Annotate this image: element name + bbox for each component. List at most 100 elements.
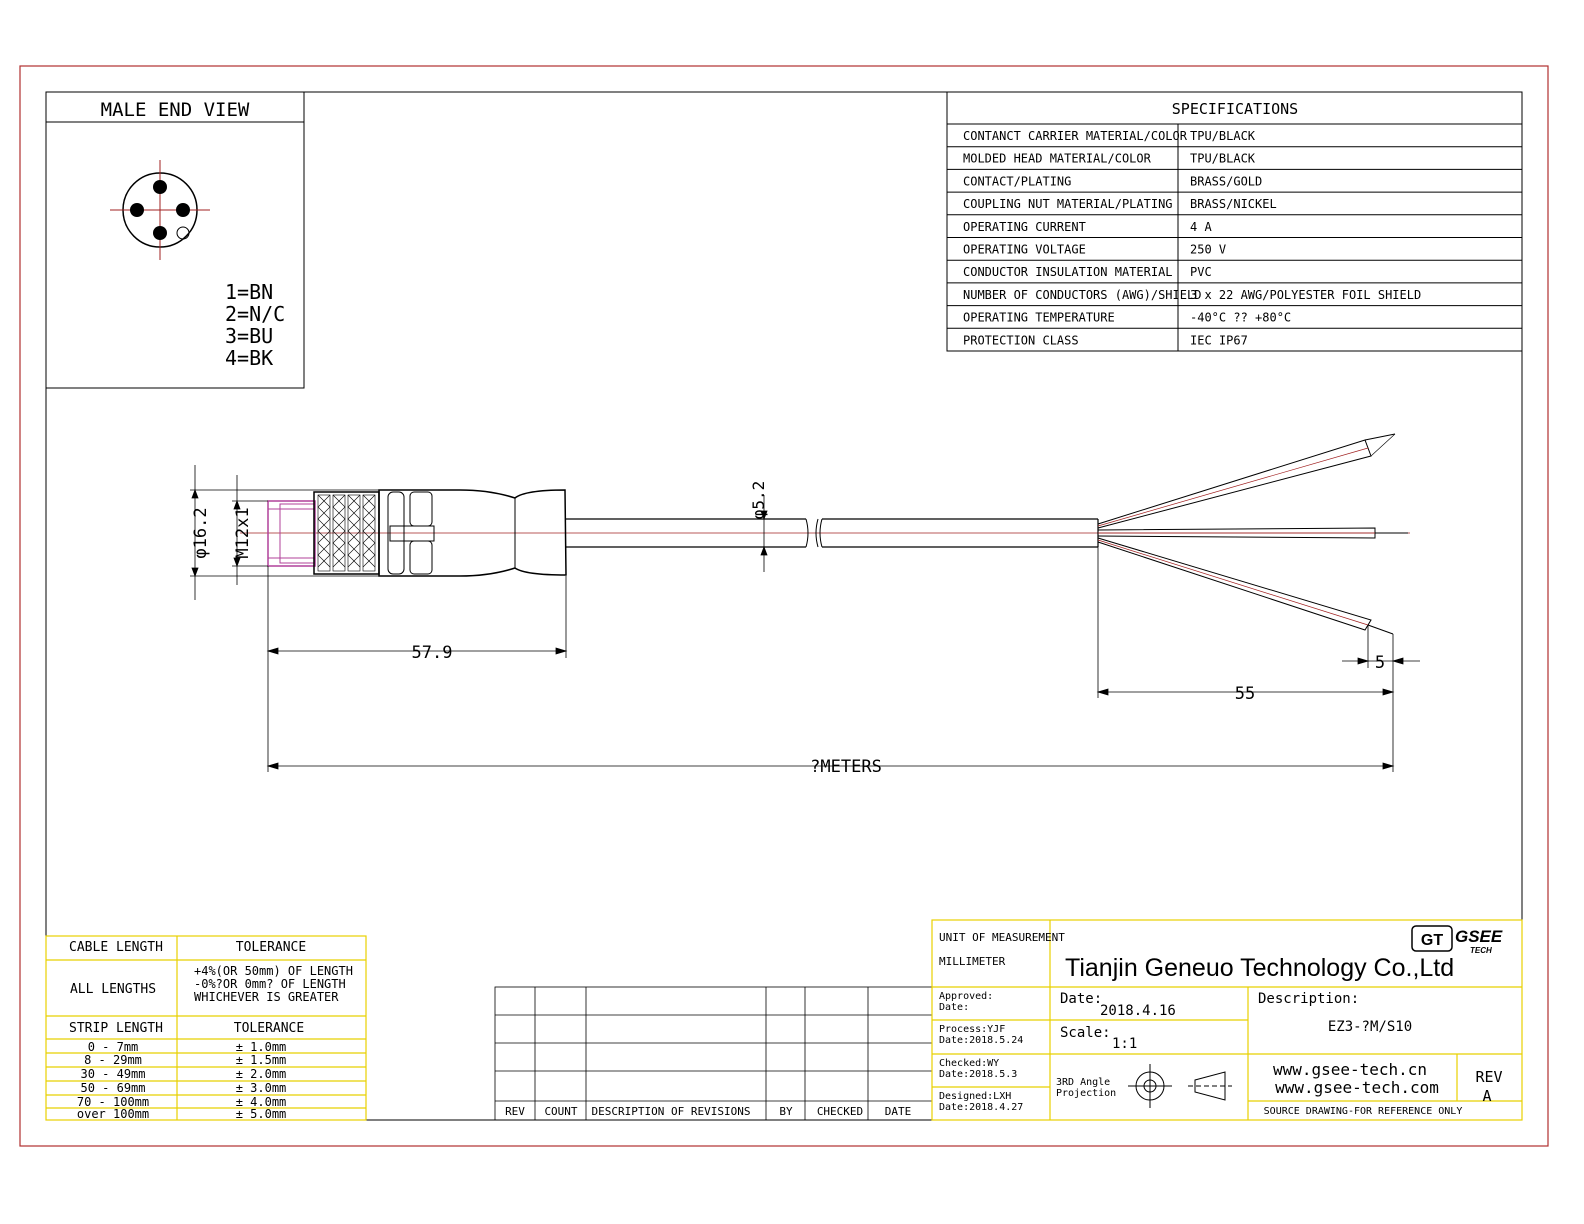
strip-tolerance: ± 5.0mm xyxy=(236,1107,287,1121)
pin-1 xyxy=(153,180,167,194)
pin-2 xyxy=(176,203,190,217)
company-name: Tianjin Geneuo Technology Co.,Ltd xyxy=(1065,954,1454,982)
logo-gt: GT xyxy=(1421,932,1443,949)
checked-date: Date:2018.5.3 xyxy=(939,1069,1017,1080)
third-angle-projection-icon xyxy=(1128,1064,1232,1108)
approved-label: Approved: xyxy=(939,991,993,1002)
strip-tolerance: ± 1.5mm xyxy=(236,1053,287,1067)
strip-range: 0 - 7mm xyxy=(88,1040,139,1054)
spec-label: OPERATING TEMPERATURE xyxy=(963,311,1115,325)
spec-value: TPU/BLACK xyxy=(1190,129,1256,143)
spec-label: CONTANCT CARRIER MATERIAL/COLOR xyxy=(963,129,1188,143)
scale-value: 1:1 xyxy=(1112,1036,1137,1052)
head-length-label: 57.9 xyxy=(412,643,453,663)
dim-breakout-length xyxy=(1096,547,1395,698)
molded-head xyxy=(378,489,567,577)
logo-name: GSEE xyxy=(1455,927,1503,946)
spec-label: OPERATING CURRENT xyxy=(963,220,1086,234)
total-length-label: ?METERS xyxy=(810,757,882,777)
gsee-logo: GT GSEE TECH xyxy=(1411,925,1503,955)
revisions-table: REV COUNT DESCRIPTION OF REVISIONS BY CH… xyxy=(494,986,933,1121)
all-lengths-label: ALL LENGTHS xyxy=(70,982,156,997)
title-block: UNIT OF MEASUREMENT MILLIMETER Tianjin G… xyxy=(931,919,1523,1121)
strip-tolerance: ± 2.0mm xyxy=(236,1067,287,1081)
rev-label: REV xyxy=(1475,1068,1502,1086)
strip-range: 8 - 29mm xyxy=(84,1053,142,1067)
description-value: EZ3-?M/S10 xyxy=(1328,1019,1412,1035)
dim-head-length xyxy=(266,566,568,772)
spec-value: BRASS/GOLD xyxy=(1190,174,1262,188)
description-label: Description: xyxy=(1258,991,1359,1007)
spec-value: 250 V xyxy=(1190,243,1226,257)
date-value: 2018.4.16 xyxy=(1100,1003,1176,1019)
spec-label: COUPLING NUT MATERIAL/PLATING xyxy=(963,197,1173,211)
end-view-title: MALE END VIEW xyxy=(101,99,250,121)
designed-date: Date:2018.4.27 xyxy=(939,1102,1023,1113)
rev-col-header: REV xyxy=(505,1105,525,1118)
spec-value: IEC IP67 xyxy=(1190,333,1248,347)
dim-head-diameter xyxy=(190,465,380,600)
checked-label: Checked:WY xyxy=(939,1058,999,1069)
strip-length-label: 5 xyxy=(1375,653,1385,673)
thread-label: M12x1 xyxy=(233,507,253,558)
all-lengths-line-1: +4%(OR 50mm) OF LENGTH xyxy=(194,964,353,978)
strip-tolerance: ± 4.0mm xyxy=(236,1095,287,1109)
pin-3 xyxy=(153,226,167,240)
breakout-length-label: 55 xyxy=(1235,684,1255,704)
strip-length-header: STRIP LENGTH xyxy=(69,1021,163,1036)
dim-cable-diameter xyxy=(758,495,790,572)
strip-range: 50 - 69mm xyxy=(80,1081,145,1095)
breakout-wires xyxy=(1097,433,1408,635)
spec-value: 4 A xyxy=(1190,220,1212,234)
head-diameter-label: φ16.2 xyxy=(191,507,211,558)
date-label: Date: xyxy=(1060,991,1102,1007)
rev-value: A xyxy=(1482,1087,1491,1105)
spec-label: NUMBER OF CONDUCTORS (AWG)/SHIELD xyxy=(963,288,1201,302)
spec-label: MOLDED HEAD MATERIAL/COLOR xyxy=(963,152,1152,166)
process-date: Date:2018.5.24 xyxy=(939,1035,1023,1046)
source-note: SOURCE DRAWING-FOR REFERENCE ONLY xyxy=(1264,1106,1463,1117)
strip-tolerance: ± 1.0mm xyxy=(236,1040,287,1054)
specifications-table: SPECIFICATIONS CONTANCT CARRIER MATERIAL… xyxy=(946,91,1523,352)
cable-diameter-label: φ5.2 xyxy=(749,481,768,520)
logo-tech: TECH xyxy=(1470,946,1492,955)
pin-legend-2: 2=N/C xyxy=(225,302,285,326)
pin-4 xyxy=(130,203,144,217)
spec-value: TPU/BLACK xyxy=(1190,152,1256,166)
checked-col-header: CHECKED xyxy=(817,1105,863,1118)
cable-length-header: CABLE LENGTH xyxy=(69,940,163,955)
pin-legend-3: 3=BU xyxy=(225,324,273,348)
process-label: Process:YJF xyxy=(939,1024,1005,1035)
projection-line-1: 3RD Angle xyxy=(1056,1077,1110,1088)
spec-value: PVC xyxy=(1190,265,1212,279)
all-lengths-line-3: WHICHEVER IS GREATER xyxy=(194,990,339,1004)
spec-label: CONTACT/PLATING xyxy=(963,174,1071,188)
all-lengths-line-2: -0%?OR 0mm? OF LENGTH xyxy=(194,977,346,991)
thread-section xyxy=(267,500,316,567)
tolerance-table: CABLE LENGTH TOLERANCE ALL LENGTHS +4%(O… xyxy=(45,935,367,1121)
dim-thread xyxy=(232,475,268,585)
pin-legend-1: 1=BN xyxy=(225,280,273,304)
by-col-header: BY xyxy=(779,1105,793,1118)
dim-strip-length xyxy=(1342,625,1420,772)
unit-value: MILLIMETER xyxy=(939,955,1006,968)
spec-value: -40°C ?? +80°C xyxy=(1190,311,1291,325)
date-col-header: DATE xyxy=(885,1105,912,1118)
website-cn[interactable]: www.gsee-tech.cn xyxy=(1273,1060,1427,1079)
projection-line-2: Projection xyxy=(1056,1088,1116,1099)
strip-range: 30 - 49mm xyxy=(80,1067,145,1081)
strip-tolerance: ± 3.0mm xyxy=(236,1081,287,1095)
website-com[interactable]: www.gsee-tech.com xyxy=(1275,1078,1439,1097)
outer-frame xyxy=(19,65,1549,1147)
spec-label: PROTECTION CLASS xyxy=(963,333,1079,347)
tolerance-header: TOLERANCE xyxy=(236,940,306,955)
spec-value: 3 x 22 AWG/POLYESTER FOIL SHIELD xyxy=(1190,288,1421,302)
approved-date-label: Date: xyxy=(939,1002,969,1013)
pin-legend-4: 4=BK xyxy=(225,346,273,370)
male-end-view: MALE END VIEW 1=BN 2=N/C 3=BU 4=BK xyxy=(45,91,305,389)
cable-assembly-drawing: φ16.2 M12x1 φ5.2 57.9 xyxy=(190,433,1420,777)
spec-value: BRASS/NICKEL xyxy=(1190,197,1277,211)
scale-label: Scale: xyxy=(1060,1025,1111,1041)
spec-label: CONDUCTOR INSULATION MATERIAL xyxy=(963,265,1173,279)
